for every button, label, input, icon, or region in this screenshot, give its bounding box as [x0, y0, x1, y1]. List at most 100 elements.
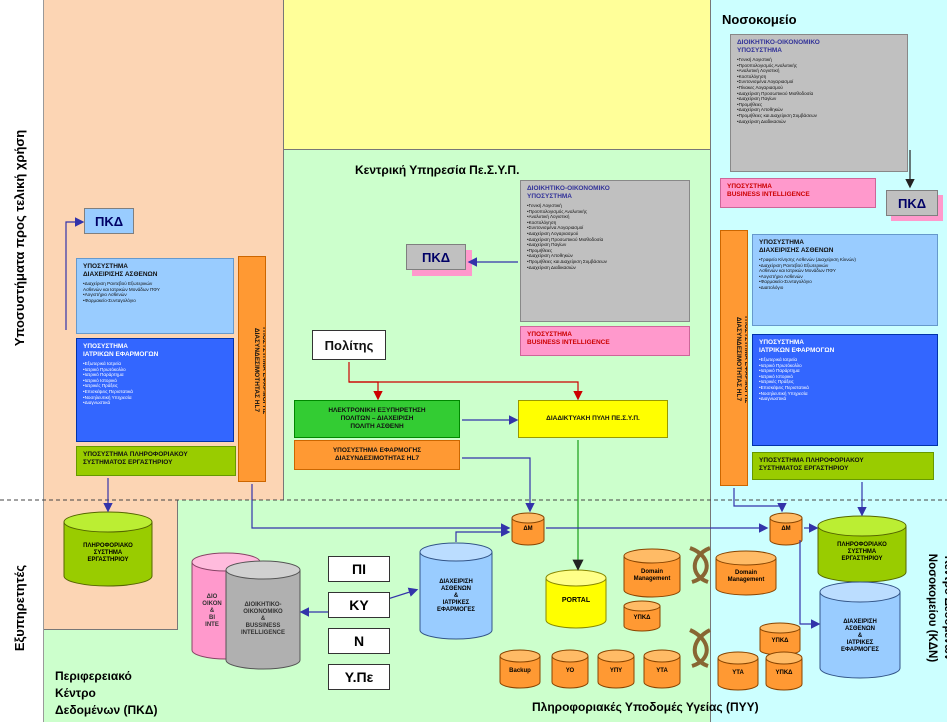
- right-lab-db-cylinder: [817, 515, 907, 583]
- citizen-label: Πολίτης: [324, 337, 374, 353]
- code-box-ky[interactable]: ΚΥ: [328, 592, 390, 618]
- eservice-box[interactable]: ΗΛΕΚΤΡΟΝΙΚΗ ΕΞΥΠΗΡΕΤΗΣΗ ΠΟΛΙΤΩΝ – ΔΙΑΧΕΙ…: [294, 400, 460, 438]
- central-service-label: Κεντρική Υπηρεσία Πε.Σ.Υ.Π.: [355, 163, 520, 177]
- right-medical-apps-item: •Διαγνωστικά: [759, 396, 787, 402]
- pkd-badge-right[interactable]: ΠΚΔ: [886, 190, 938, 216]
- right-hl7-vertical-box[interactable]: ΥΠΟΣΥΣΤΗΜΑ ΕΦΑΡΜΟΓΗΣ ΔΙΑΣΥΝΔΕΣΙΜΟΤΗΤΑΣ H…: [720, 230, 748, 486]
- pkd-label: ΠΚΔ: [94, 213, 124, 229]
- eservice-title: ΗΛΕΚΤΡΟΝΙΚΗ ΕΞΥΠΗΡΕΤΗΣΗ ΠΟΛΙΤΩΝ – ΔΙΑΧΕΙ…: [328, 407, 426, 430]
- regional-dc-label: Περιφερειακό Κέντρο Δεδομένων (ΠΚΔ): [55, 669, 158, 717]
- admin-db-front-label: ΔΙΟΙΚΗΤΙΚΟ- ΟΙΚΟΝΟΜΙΚΟ & BUSSINESS INTEL…: [240, 601, 285, 636]
- backup-label: Backup: [509, 667, 531, 674]
- sync-curve-bottom-rev: [692, 628, 712, 668]
- right-admin-item: •Διαχείριση Αποθηκών: [737, 107, 783, 113]
- dm-label-center: ΔΜ: [523, 525, 533, 532]
- yta-cylinder-right: [717, 651, 759, 691]
- sync-curve-top-rev: [692, 546, 711, 584]
- ypy-cylinder: [597, 649, 635, 689]
- right-medical-apps-list: •Εξωτερικά Ιατρεία•Ιατρικό Πρωτόκολλο•Ια…: [759, 357, 931, 402]
- ypkd-cylinder-right: [759, 622, 801, 656]
- right-lab-box[interactable]: ΥΠΟΣΥΣΤΗΜΑ ΠΛΗΡΟΦΟΡΙΑΚΟΥ ΣΥΣΤΗΜΑΤΟΣ ΕΡΓΑ…: [752, 452, 934, 480]
- right-lab-title: ΥΠΟΣΥΣΤΗΜΑ ΠΛΗΡΟΦΟΡΙΑΚΟΥ ΣΥΣΤΗΜΑΤΟΣ ΕΡΓΑ…: [759, 457, 864, 472]
- center-hl7-dm-arrow: [462, 457, 535, 513]
- code-box-pi[interactable]: ΠΙ: [328, 556, 390, 582]
- dm-cylinder-center: [511, 512, 545, 546]
- center-admin-item: •Διαχείριση Αποθηκών: [527, 253, 573, 259]
- right-patient-db-cylinder: [819, 581, 901, 679]
- right-admin-item: •Προμήθειες: [737, 101, 763, 107]
- left-patient-mgmt-item: •Διαχείριση Ραντεβού Εξωτερικών: [83, 281, 153, 286]
- dm-label-right: ΔΜ: [781, 525, 791, 532]
- right-patient-mgmt-item: Ασθενών και Ιατρικών Μονάδων ΠΦΥ: [759, 268, 836, 274]
- sync-curve-bottom: [689, 628, 709, 668]
- right-admin-item: •Προμήθειες και Διαχείριση Συμβάσεων: [737, 112, 817, 118]
- center-admin-item: •Διαχείριση Λογαριασμού: [527, 230, 579, 236]
- right-medical-apps-item: •Επισκέψεις Περιστατικά: [759, 384, 809, 390]
- right-admin-list: •Γενική Λογιστική•Προϋπολογισμός Αναλυτι…: [737, 57, 901, 124]
- left-pkd-connector: [65, 217, 85, 330]
- code-box-n[interactable]: Ν: [328, 628, 390, 654]
- pkd-badge-left[interactable]: ΠΚΔ: [84, 208, 134, 234]
- ypkd-label-bottom-right: ΥΠΚΔ: [775, 669, 793, 676]
- right-medical-apps-item: •Ιατρικές Πράξεις: [759, 379, 794, 385]
- left-patient-mgmt-item: •Λογιστήριο Ασθενών: [83, 292, 127, 298]
- center-bi-box[interactable]: ΥΠΟΣΥΣΤΗΜΑ BUSINESS INTELLIGENCE: [520, 326, 690, 356]
- admin-db-front-cylinder: [225, 560, 301, 670]
- left-patient-mgmt-item: Ασθενών και Ιατρικών Μονάδων ΠΦΥ: [83, 286, 160, 292]
- center-admin-box[interactable]: ΔΙΟΙΚΗΤΙΚΟ-ΟΙΚΟΝΟΜΙΚΟ ΥΠΟΣΥΣΤΗΜΑ •Γενική…: [520, 180, 690, 322]
- right-patient-mgmt-box[interactable]: ΥΠΟΣΥΣΤΗΜΑ ΔΙΑΧΕΙΡΙΣΗΣ ΑΣΘΕΝΩΝ •Γραφείο …: [752, 234, 938, 326]
- left-hl7-vertical-box[interactable]: ΥΠΟΣΥΣΤΗΜΑ ΕΦΑΡΜΟΓΗΣ ΔΙΑΣΥΝΔΕΣΙΜΟΤΗΤΑΣ H…: [238, 256, 266, 482]
- left-hl7-dm-arrow: [251, 484, 511, 533]
- right-admin-item: •Αναλυτική Λογιστική: [737, 68, 780, 74]
- left-medical-apps-box[interactable]: ΥΠΟΣΥΣΤΗΜΑ ΙΑΤΡΙΚΩΝ ΕΦΑΡΜΟΓΩΝ •Εξωτερικά…: [76, 338, 234, 442]
- portal-gateway-box[interactable]: ΔΙΑΔΙΚΤΥΑΚΗ ΠΥΛΗ Πε.Σ.Υ.Π.: [518, 400, 668, 438]
- ypy-label: ΥΠΥ: [609, 667, 623, 674]
- right-admin-item: •Πίνακες Λογαριασμού: [737, 84, 783, 90]
- yta-label-right: ΥΤΑ: [732, 669, 744, 676]
- code-ky-label: ΚΥ: [349, 597, 369, 613]
- patient-db-dm-arrow: [455, 527, 511, 542]
- right-patient-mgmt-item: •Φαρμακείο-Συνταγολόγιο: [759, 279, 812, 285]
- ypkd-label-center: ΥΠΚΔ: [633, 614, 651, 621]
- citizen-box[interactable]: Πολίτης: [312, 330, 386, 360]
- right-admin-box[interactable]: ΔΙΟΙΚΗΤΙΚΟ-ΟΙΚΟΝΟΜΙΚΟ ΥΠΟΣΥΣΤΗΜΑ •Γενική…: [730, 34, 908, 172]
- ypkd-cylinder-bottom-right: [765, 651, 803, 691]
- right-medical-apps-box[interactable]: ΥΠΟΣΥΣΤΗΜΑ ΙΑΤΡΙΚΩΝ ΕΦΑΡΜΟΓΩΝ •Εξωτερικά…: [752, 334, 938, 446]
- right-bi-title: ΥΠΟΣΥΣΤΗΜΑ BUSINESS INTELLIGENCE: [727, 183, 810, 198]
- portal-db-cylinder: [545, 569, 607, 629]
- servers-label-strip: [0, 500, 44, 722]
- right-patient-mgmt-title: ΥΠΟΣΥΣΤΗΜΑ ΔΙΑΧΕΙΡΙΣΗΣ ΑΣΘΕΝΩΝ: [759, 239, 834, 254]
- hospital-label: Νοσοκομείο: [722, 12, 797, 27]
- admin-db-back-label: ΔΙΟ ΟΙΚΟΝ & BI INTE: [202, 593, 222, 628]
- center-admin-item: •Διαχείριση Διαδικασιών: [527, 264, 576, 270]
- right-medical-apps-item: •Νοσηλευτική Υπηρεσία: [759, 390, 808, 396]
- left-medical-apps-item: •Διαγνωστικά: [83, 400, 111, 406]
- pkd-badge-center[interactable]: ΠΚΔ: [406, 244, 466, 270]
- center-bi-title: ΥΠΟΣΥΣΤΗΜΑ BUSINESS INTELLIGENCE: [527, 331, 610, 346]
- right-admin-item: •Διαχείριση Διαδικασιών: [737, 118, 786, 124]
- left-lab-db-label: ΠΛΗΡΟΦΟΡΙΑΚΟ ΣΥΣΤΗΜΑ ΕΡΓΑΣΤΗΡΙΟΥ: [83, 542, 133, 563]
- left-lab-box[interactable]: ΥΠΟΣΥΣΤΗΜΑ ΠΛΗΡΟΦΟΡΙΑΚΟΥ ΣΥΣΤΗΜΑΤΟΣ ΕΡΓΑ…: [76, 446, 236, 476]
- right-admin-item: •Κοστολόγηση: [737, 73, 767, 79]
- left-patient-mgmt-box[interactable]: ΥΠΟΣΥΣΤΗΜΑ ΔΙΑΧΕΙΡΙΣΗΣ ΑΣΘΕΝΩΝ •Διαχείρι…: [76, 258, 234, 334]
- right-patient-mgmt-item: •Λογιστήριο Ασθενών: [759, 273, 803, 279]
- domain-mgmt-cylinder-center: [623, 548, 681, 598]
- center-admin-item: •Προμήθειες και Διαχείριση Συμβάσεων: [527, 258, 607, 264]
- sync-curve-top: [689, 546, 709, 584]
- right-medical-apps-item: •Ιατρικό Ιστορικό: [759, 373, 793, 379]
- left-medical-apps-item: •Ιατρικό Πρωτόκολλο: [83, 366, 126, 372]
- right-patient-mgmt-item: •Διαχείριση Ραντεβού Εξωτερικών: [759, 262, 829, 268]
- right-bi-box[interactable]: ΥΠΟΣΥΣΤΗΜΑ BUSINESS INTELLIGENCE: [720, 178, 876, 208]
- center-hl7-title: ΥΠΟΣΥΣΤΗΜΑ ΕΦΑΡΜΟΓΗΣ ΔΙΑΣΥΝΔΕΣΙΜΟΤΗΤΑΣ H…: [332, 447, 422, 462]
- dm-right-patient-db-arrow: [799, 540, 821, 629]
- left-lab-db-cylinder: [63, 511, 153, 587]
- right-admin-item: •Διαχείριση Παγίων: [737, 96, 777, 102]
- code-box-ype[interactable]: Υ.Πε: [328, 664, 390, 690]
- center-hl7-box[interactable]: ΥΠΟΣΥΣΤΗΜΑ ΕΦΑΡΜΟΓΗΣ ΔΙΑΣΥΝΔΕΣΙΜΟΤΗΤΑΣ H…: [294, 440, 460, 470]
- citizen-portal-arrow: [349, 381, 583, 401]
- dm-cylinder-right: [769, 512, 803, 546]
- center-admin-item: •Αναλυτική Λογιστική: [527, 214, 570, 220]
- right-lab-db-label: ΠΛΗΡΟΦΟΡΙΑΚΟ ΣΥΣΤΗΜΑ ΕΡΓΑΣΤΗΡΙΟΥ: [837, 541, 887, 562]
